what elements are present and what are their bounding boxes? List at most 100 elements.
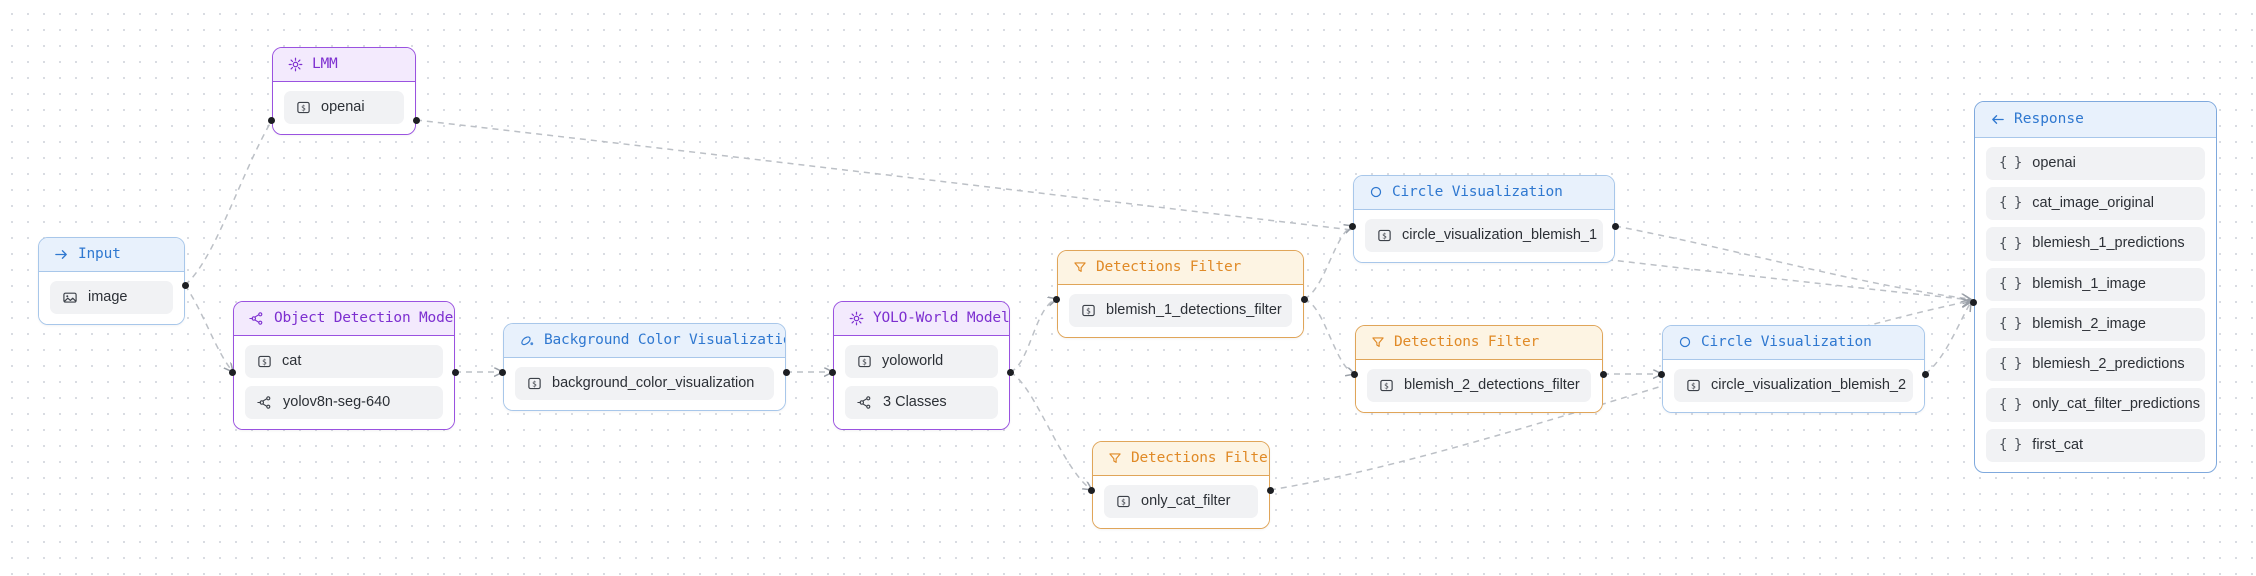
node-title: Circle Visualization	[1392, 184, 1563, 200]
node-header-detections-filter-blemish-2[interactable]: Detections Filter	[1356, 326, 1602, 360]
node-detections-filter-blemish-1[interactable]: Detections Filter $blemish_1_detections_f…	[1057, 250, 1304, 338]
node-row[interactable]: $blemish_1_detections_filter	[1069, 293, 1292, 327]
node-row[interactable]: $blemish_2_detections_filter	[1367, 368, 1591, 402]
node-circle-visualization-blemish-2[interactable]: Circle Visualization $circle_visualizatio…	[1662, 325, 1925, 413]
port-lmm-in[interactable]	[267, 116, 275, 124]
response-output-row[interactable]: { } openai	[1986, 147, 2205, 181]
dollar-box-icon: $	[1116, 494, 1131, 509]
dollar-box-icon: $	[1379, 378, 1394, 393]
node-detections-filter-only-cat[interactable]: Detections Filter $only_cat_filter	[1092, 441, 1270, 529]
node-row[interactable]: $only_cat_filter	[1104, 484, 1258, 518]
edge-df1-cv1	[1303, 226, 1353, 300]
response-output-row[interactable]: { }blemish_2_image	[1986, 307, 2205, 342]
svg-text:$: $	[532, 380, 537, 389]
port-df1-out[interactable]	[1300, 295, 1308, 303]
node-title: YOLO-World Model	[873, 310, 1010, 327]
port-yolo-in[interactable]	[828, 368, 836, 376]
node-row[interactable]: $ circle_visualization_blemish_1	[1365, 218, 1603, 252]
svg-text:$: $	[1384, 381, 1389, 390]
response-panel[interactable]: Response{ }openai{ }cat_image_original{ …	[1974, 101, 2217, 473]
node-row[interactable]: yolov8n-seg-640	[245, 386, 443, 420]
node-input[interactable]: Input image	[38, 237, 185, 326]
node-body-object-detection-model: $cat yolov8n-seg-640	[234, 336, 454, 430]
response-output-row[interactable]: { }blemiesh_2_predictions	[1986, 348, 2205, 382]
node-lmm[interactable]: LMM $ openai	[272, 47, 416, 136]
node-row[interactable]: $background_color_visualization	[515, 367, 774, 401]
image-icon	[62, 290, 78, 305]
response-output-row[interactable]: { }first_cat	[1986, 428, 2205, 462]
response-output-row[interactable]: { }only_cat_filter_predictions	[1986, 388, 2205, 422]
node-row[interactable]: 3 Classes	[845, 386, 998, 420]
braces-icon: { }	[1999, 155, 2022, 172]
node-title: Circle Visualization	[1701, 334, 1872, 350]
node-circle-visualization-blemish-1[interactable]: Circle Visualization $ circle_visualizatio…	[1353, 175, 1615, 263]
node-body-background-color-visualization: $background_color_visualization	[504, 358, 785, 411]
graph-nodes-icon	[857, 395, 873, 410]
node-background-color-visualization[interactable]: Background Color Visualization $backgroun…	[503, 323, 786, 412]
node-header-object-detection-model[interactable]: Object Detection Model	[234, 302, 454, 336]
braces-icon: { }	[1999, 316, 2022, 333]
port-bcv-out[interactable]	[782, 368, 790, 376]
response-output-row[interactable]: { }blemiesh_1_predictions	[1986, 227, 2205, 261]
dollar-box-icon: $	[1377, 228, 1392, 243]
port-odm-out[interactable]	[451, 368, 459, 376]
node-title: Detections Filter	[1394, 334, 1540, 350]
node-title: Input	[78, 246, 121, 263]
node-object-detection-model[interactable]: Object Detection Model $cat yolov8n-seg-64…	[233, 301, 455, 431]
port-df1-in[interactable]	[1052, 295, 1060, 303]
node-body-input: image	[39, 272, 184, 325]
dollar-box-icon: $	[1686, 378, 1701, 393]
port-cv1-in[interactable]	[1348, 222, 1356, 230]
node-body-lmm: $ openai	[273, 82, 415, 135]
response-panel-body: { }openai{ }cat_image_original{ }blemies…	[1975, 138, 2216, 472]
node-header-circle-visualization-blemish-1[interactable]: Circle Visualization	[1354, 176, 1614, 210]
node-row-label: openai	[321, 99, 365, 115]
node-header-detections-filter-blemish-1[interactable]: Detections Filter	[1058, 251, 1303, 285]
edge-input-lmm	[184, 119, 273, 286]
node-row[interactable]: $ openai	[284, 91, 404, 125]
dollar-box-icon: $	[1081, 303, 1096, 318]
node-header-detections-filter-only-cat[interactable]: Detections Filter	[1093, 442, 1269, 476]
braces-icon: { }	[1999, 356, 2022, 373]
port-df2-in[interactable]	[1350, 370, 1358, 378]
node-header-lmm[interactable]: LMM	[273, 48, 415, 82]
node-row[interactable]: image	[50, 281, 173, 315]
node-detections-filter-blemish-2[interactable]: Detections Filter $blemish_2_detections_f…	[1355, 325, 1603, 413]
port-cv2-out[interactable]	[1921, 370, 1929, 378]
node-yolo-world-model[interactable]: YOLO-World Model $yoloworld 3 Classes	[833, 301, 1010, 431]
node-header-background-color-visualization[interactable]: Background Color Visualization	[504, 324, 785, 358]
node-header-circle-visualization-blemish-2[interactable]: Circle Visualization	[1663, 326, 1924, 360]
dollar-box-icon: $	[296, 100, 311, 115]
port-response-in[interactable]	[1969, 298, 1977, 306]
port-yolo-out[interactable]	[1006, 368, 1014, 376]
response-output-row[interactable]: { }blemish_1_image	[1986, 267, 2205, 301]
response-output-label: openai	[2032, 155, 2076, 171]
port-lmm-out[interactable]	[412, 116, 420, 124]
node-body-circle-visualization-blemish-1: $ circle_visualization_blemish_1	[1354, 209, 1614, 262]
response-output-row[interactable]: { }cat_image_original	[1986, 187, 2205, 221]
svg-text:$: $	[1086, 306, 1091, 315]
port-odm-in[interactable]	[228, 368, 236, 376]
port-df2-out[interactable]	[1599, 370, 1607, 378]
node-row[interactable]: $circle_visualization_blemish_2	[1674, 368, 1913, 402]
node-title: Object Detection Model	[274, 310, 455, 327]
response-output-label: cat_image_original	[2032, 195, 2155, 212]
edge-input-odm	[184, 284, 233, 372]
response-panel-header[interactable]: Response	[1975, 102, 2216, 138]
svg-text:$: $	[262, 358, 267, 367]
port-input-out[interactable]	[181, 281, 189, 289]
node-row[interactable]: $cat	[245, 345, 443, 379]
node-row-label: image	[88, 289, 128, 305]
port-cv1-out[interactable]	[1611, 222, 1619, 230]
svg-text:$: $	[1382, 231, 1387, 240]
port-cv2-in[interactable]	[1657, 370, 1665, 378]
circle-outline-icon	[1369, 185, 1383, 199]
node-row-label: circle_visualization_blemish_1	[1402, 226, 1598, 243]
node-row[interactable]: $yoloworld	[845, 345, 998, 379]
port-bcv-in[interactable]	[498, 368, 506, 376]
node-header-input[interactable]: Input	[39, 238, 184, 272]
port-dfcat-in[interactable]	[1087, 486, 1095, 494]
port-dfcat-out[interactable]	[1266, 486, 1274, 494]
node-header-yolo-world-model[interactable]: YOLO-World Model	[834, 302, 1009, 336]
